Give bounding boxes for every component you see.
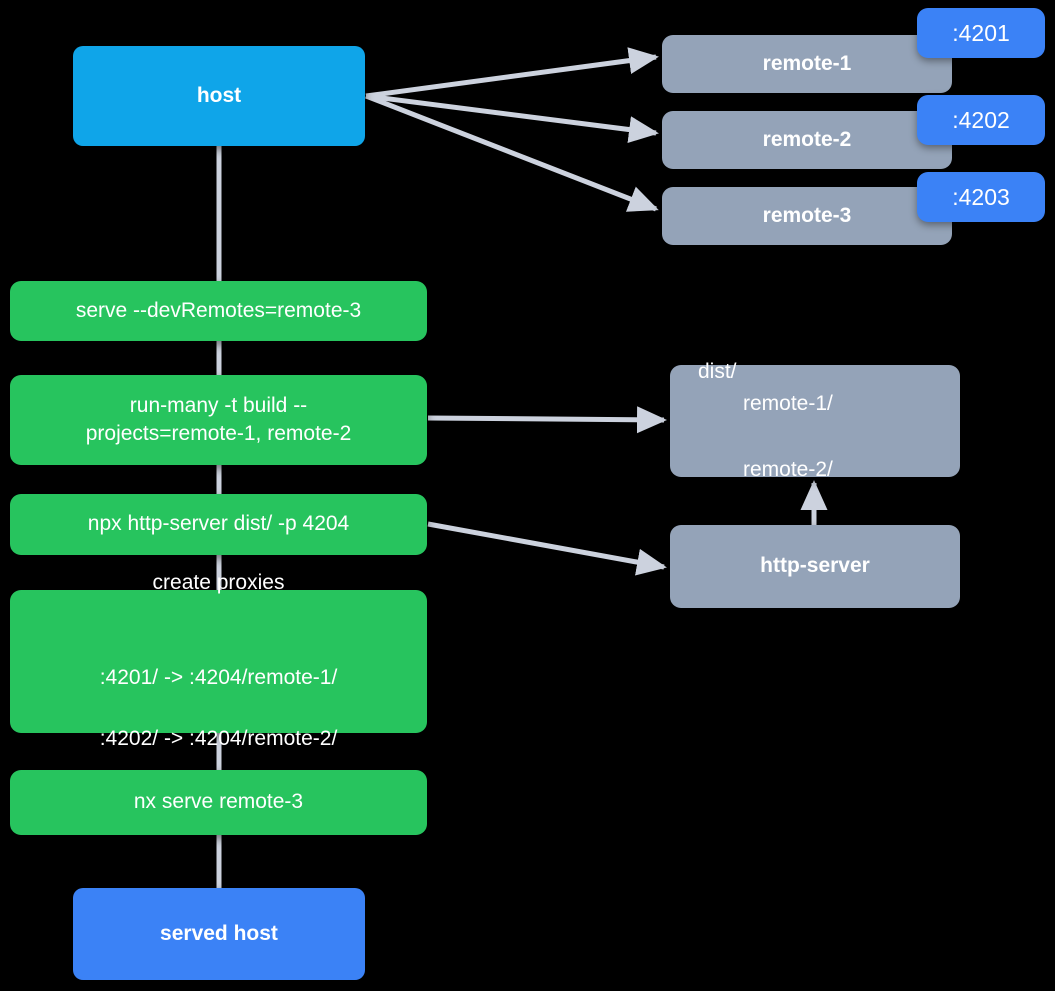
node-create-proxies[interactable]: create proxies :4201/ -> :4204/remote-1/… xyxy=(10,571,427,750)
edge-runmany-to-dist xyxy=(427,406,667,434)
node-served-host[interactable]: served host xyxy=(73,888,365,980)
node-host[interactable]: host xyxy=(73,46,365,146)
create-proxies-body: create proxies :4201/ -> :4204/remote-1/… xyxy=(10,538,427,785)
node-remote-3-label: remote-3 xyxy=(762,203,852,227)
node-dist-directory[interactable]: dist/ remote-1/ remote-2/ xyxy=(670,360,960,481)
node-serve-command-label: serve --devRemotes=remote-3 xyxy=(75,298,362,322)
create-proxies-line-2: :4202/ -> :4204/remote-2/ xyxy=(99,727,338,751)
node-remote-2-label: remote-2 xyxy=(762,127,852,151)
dist-root-label: dist/ xyxy=(698,359,737,383)
edge-host-to-remote-3 xyxy=(365,93,659,212)
port-badge-remote-3[interactable]: :4203 xyxy=(917,172,1045,222)
node-run-many-command[interactable]: run-many -t build -- projects=remote-1, … xyxy=(10,375,427,465)
create-proxies-title: create proxies xyxy=(152,571,285,595)
edge-host-to-remote-1 xyxy=(365,47,659,99)
create-proxies-line-1: :4201/ -> :4204/remote-1/ xyxy=(99,666,338,690)
edge-host-to-remote-2 xyxy=(365,93,659,143)
dist-child-label-1: remote-1/ xyxy=(743,392,833,416)
dist-directory-text: dist/ remote-1/ remote-2/ xyxy=(670,323,960,518)
node-npx-http-server-command-label: npx http-server dist/ -p 4204 xyxy=(87,512,350,536)
node-remote-2[interactable]: remote-2 xyxy=(662,111,952,169)
node-npx-http-server-command[interactable]: npx http-server dist/ -p 4204 xyxy=(10,494,427,555)
node-serve-command[interactable]: serve --devRemotes=remote-3 xyxy=(10,281,427,341)
edge-httpservercmd-to-httpserver xyxy=(427,521,667,576)
dist-child-label-2: remote-2/ xyxy=(743,457,833,481)
node-http-server[interactable]: http-server xyxy=(670,525,960,608)
node-run-many-command-label: run-many -t build -- projects=remote-1, … xyxy=(85,393,352,445)
node-served-host-label: served host xyxy=(160,921,278,945)
node-nx-serve-command[interactable]: nx serve remote-3 xyxy=(10,770,427,835)
port-badge-remote-2[interactable]: :4202 xyxy=(917,95,1045,145)
node-host-label: host xyxy=(196,83,242,107)
port-badge-remote-2-label: :4202 xyxy=(952,106,1010,133)
port-badge-remote-1[interactable]: :4201 xyxy=(917,8,1045,58)
node-http-server-label: http-server xyxy=(760,554,870,578)
node-remote-3[interactable]: remote-3 xyxy=(662,187,952,245)
port-badge-remote-3-label: :4203 xyxy=(952,183,1010,210)
node-nx-serve-command-label: nx serve remote-3 xyxy=(133,790,304,814)
node-remote-1[interactable]: remote-1 xyxy=(662,35,952,93)
port-badge-remote-1-label: :4201 xyxy=(952,19,1010,46)
node-remote-1-label: remote-1 xyxy=(762,51,852,75)
